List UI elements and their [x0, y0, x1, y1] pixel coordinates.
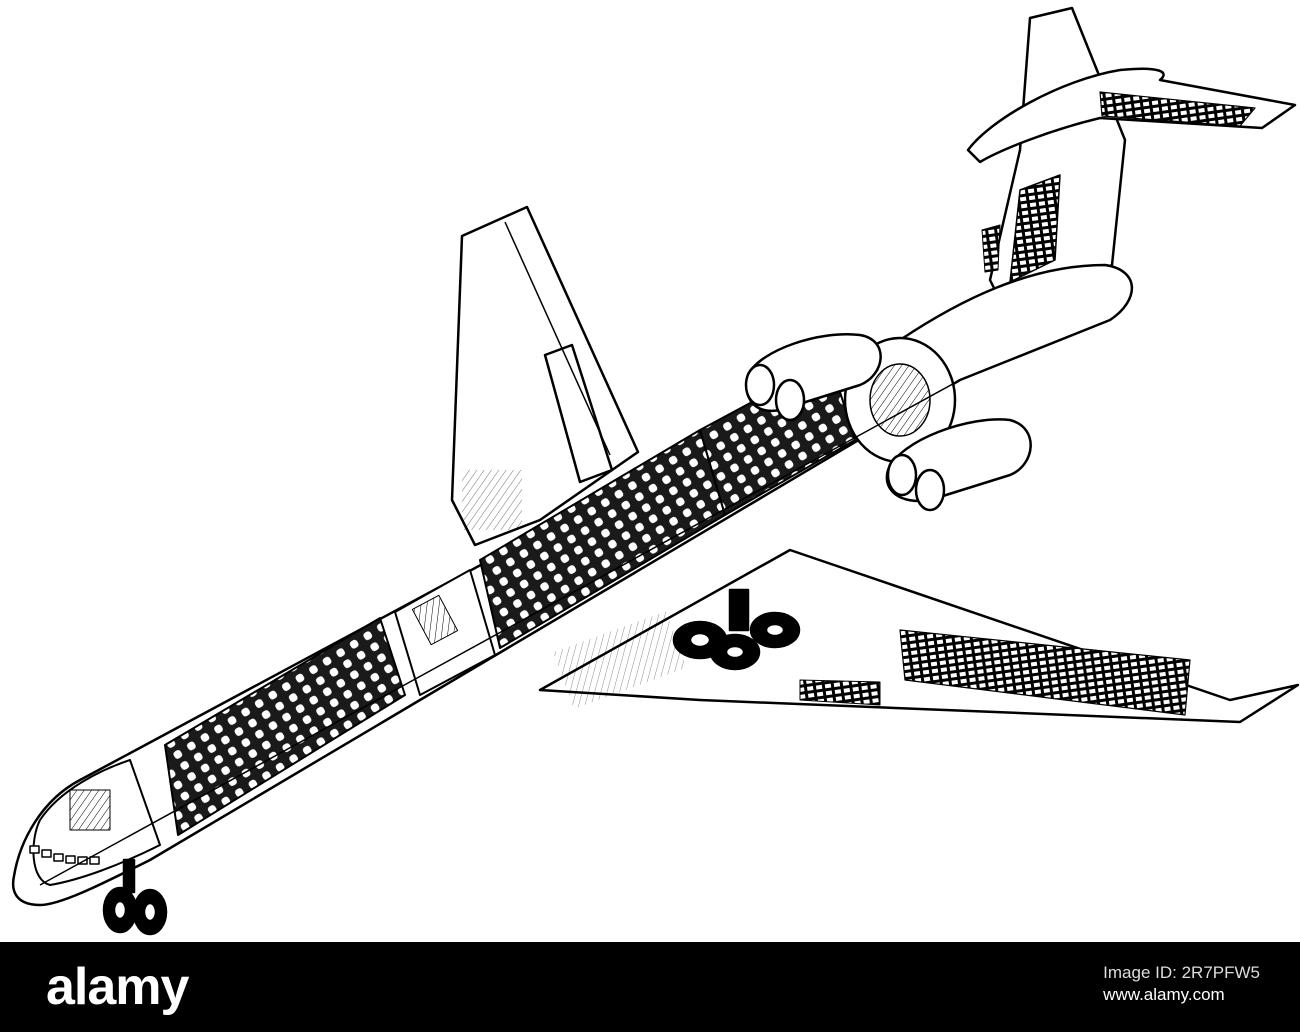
- lower-engine-pod: [885, 418, 1032, 512]
- left-wing: [450, 205, 640, 547]
- stock-watermark-bar: alamy Image ID: 2R7PFW5 www.alamy.com: [0, 942, 1300, 1032]
- site-url: www.alamy.com: [1103, 985, 1225, 1004]
- horizontal-stabilizer: [966, 67, 1297, 164]
- alamy-logo: alamy: [46, 958, 189, 1016]
- main-landing-gear: [672, 588, 801, 671]
- upper-engine-pod: [744, 333, 882, 422]
- airplane-cutaway-illustration: [11, 6, 1300, 936]
- nose-landing-gear: [102, 858, 168, 936]
- fuselage: [11, 263, 1134, 907]
- tail-fin: [981, 6, 1127, 302]
- image-id-label: Image ID: 2R7PFW5: [1103, 963, 1260, 982]
- image-credit: Image ID: 2R7PFW5 www.alamy.com: [1103, 962, 1260, 1006]
- right-wing: [538, 548, 1300, 724]
